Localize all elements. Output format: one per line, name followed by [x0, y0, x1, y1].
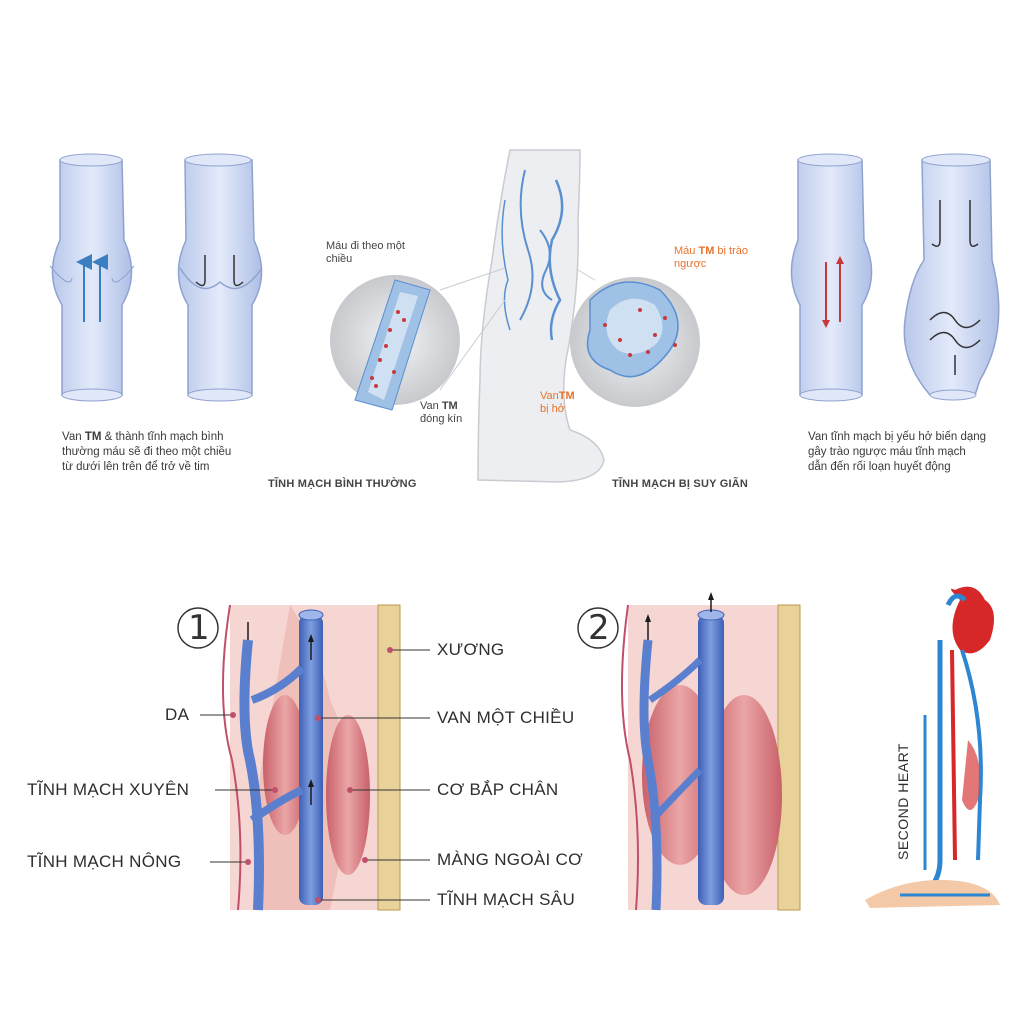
label-superficial-vein: TĨNH MẠCH NÔNG — [27, 852, 182, 871]
label-fascia: MÀNG NGOÀI CƠ — [437, 850, 583, 869]
panel-1-diagram — [200, 604, 430, 911]
callout-text: bị trào ngược — [674, 245, 748, 270]
varicose-vein-caption: Van tĩnh mạch bị yếu hở biến dạng gây tr… — [808, 431, 987, 473]
callout-reflux: Máu TM bị trào ngược — [674, 245, 754, 271]
normal-vein-2 — [177, 153, 263, 402]
callout-valve-closed: Van TM đóng kín — [420, 400, 480, 426]
normal-vein-1 — [49, 153, 135, 402]
callout-bold: TM — [698, 245, 715, 257]
varicose-vein-2 — [903, 153, 1000, 401]
panel-2-diagram — [620, 592, 801, 911]
caption-post: & thành tĩnh mạch bình thường máu sẽ đi … — [62, 431, 232, 473]
callout-text: Van — [420, 400, 439, 412]
callout-text: Van — [540, 390, 559, 402]
label-one-way-valve: VAN MỘT CHIỀU — [437, 708, 575, 727]
callout-valve-open: VanTM bị hở — [540, 390, 600, 416]
leg-illustration — [477, 149, 605, 483]
normal-vein-title: TĨNH MẠCH BÌNH THƯỜNG — [268, 478, 417, 490]
callout-text: Máu — [674, 245, 696, 257]
callout-text: bị hở — [540, 403, 565, 415]
label-skin: DA — [165, 705, 190, 724]
panel-2-number: 2 — [588, 608, 610, 648]
callout-bold: TM — [441, 400, 458, 412]
callout-text: đóng kín — [420, 413, 463, 425]
normal-vein-caption: Van TM & thành tĩnh mạch bình thường máu… — [62, 430, 242, 475]
panel-2-number-circle — [577, 607, 619, 649]
panel-1-number: 1 — [188, 608, 210, 648]
varicose-vein-1 — [790, 153, 873, 402]
caption-pre: Van — [62, 431, 85, 443]
second-heart-label: SECOND HEART — [895, 743, 911, 860]
caption-bold: TM — [84, 431, 102, 443]
label-perforator-vein: TĨNH MẠCH XUYÊN — [27, 780, 190, 799]
label-calf-muscle: CƠ BẮP CHÂN — [437, 780, 559, 799]
varicose-vein-title: TĨNH MẠCH BỊ SUY GIÃN — [612, 478, 749, 490]
label-bone: XƯƠNG — [437, 640, 505, 659]
zoom-normal-vein — [330, 267, 506, 411]
callout-flow-one-way: Máu đi theo một chiều — [326, 240, 405, 265]
callout-bold: TM — [558, 390, 575, 402]
zoom-varicose-vein — [570, 269, 700, 407]
label-deep-vein: TĨNH MẠCH SÂU — [437, 890, 576, 909]
panel-1-number-circle — [177, 607, 219, 649]
second-heart-illustration — [865, 586, 1000, 908]
